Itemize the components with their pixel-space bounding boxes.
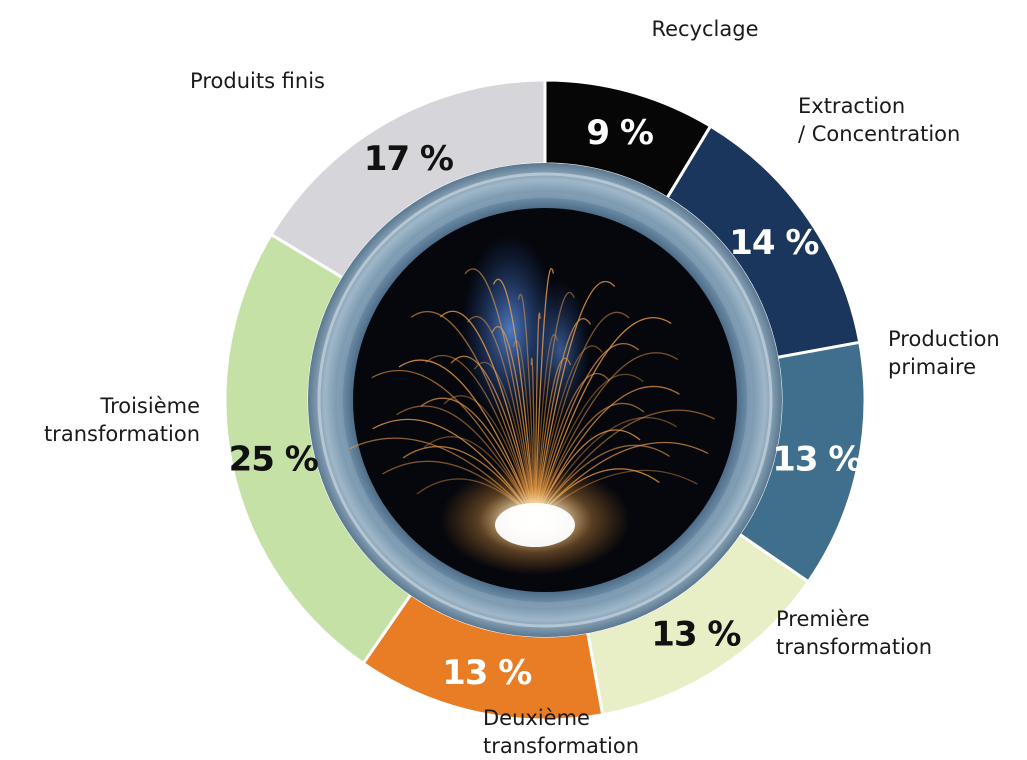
donut-segments	[223, 78, 867, 722]
value-label-produits-finis: 17 %	[364, 139, 453, 179]
value-labels: 9 % 14 % 13 % 13 % 13 % 25 % 17 %	[229, 113, 863, 693]
value-label-production-primaire: 13 %	[772, 439, 861, 479]
category-label-produits-finis: Produits finis	[190, 69, 325, 93]
value-label-recyclage: 9 %	[586, 113, 653, 153]
category-label-extraction-concentration: Extraction/ Concentration	[798, 94, 960, 146]
value-label-troisieme-transformation: 25 %	[229, 439, 318, 479]
center-photo-welding-sparks	[308, 163, 782, 637]
category-label-recyclage: Recyclage	[651, 17, 758, 41]
value-label-premiere-transformation: 13 %	[651, 615, 740, 655]
value-label-deuxieme-transformation: 13 %	[442, 653, 531, 693]
value-label-extraction-concentration: 14 %	[729, 223, 818, 263]
